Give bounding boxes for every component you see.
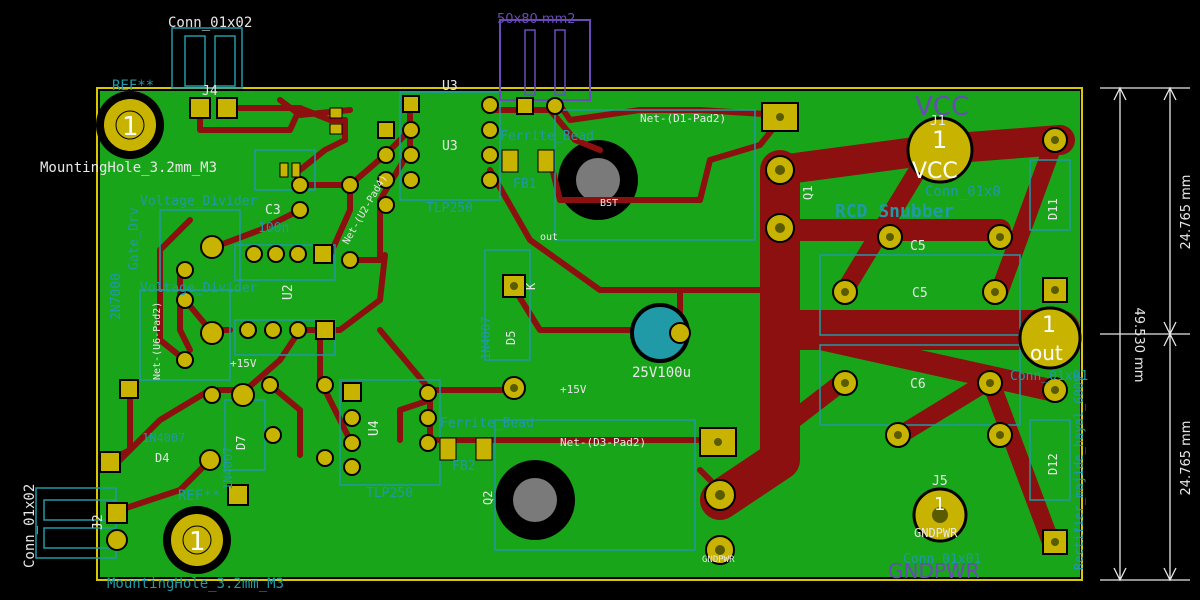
d11-label: D11 [1046, 198, 1060, 220]
d5-val-label: 1N4007 [479, 317, 493, 360]
smd-pads[interactable] [279, 107, 555, 461]
u3-label: U3 [442, 79, 458, 94]
u2-label: U2 [281, 284, 296, 300]
dim-bottom-label: 24.765 mm [1179, 421, 1194, 496]
copper-fill-zone [100, 91, 1080, 577]
pad-drills [510, 113, 1059, 555]
net-d3-label: Net-(D3-Pad2) [560, 436, 646, 449]
gndpwr-small-label: GNDPWR [702, 555, 735, 565]
silkscreen-outlines [35, 27, 1071, 559]
d4-label: D4 [155, 451, 169, 465]
net-d1-label: Net-(D1-Pad2) [640, 112, 726, 125]
out-num: 1 [1042, 313, 1056, 338]
j2-label: J2 [91, 514, 106, 530]
k-label: K [524, 282, 538, 290]
mh-top-label: MountingHole_3.2mm_M3 [40, 160, 217, 176]
ref-bottom-label: REF** [178, 488, 220, 504]
plus15v-label-b: +15V [560, 383, 587, 396]
mh-bottom-label: MountingHole_3.2mm_M3 [107, 576, 284, 592]
purple-top-label: 50x80 mm2 [497, 12, 576, 27]
vcc-pad-label: VCC [912, 159, 958, 184]
vcc-pad-num: 1 [932, 126, 947, 154]
fb2-label: FB2 [452, 459, 475, 474]
c5-label: C5 [910, 239, 926, 254]
mh-num-top: 1 [122, 112, 139, 142]
d7-label: D7 [234, 436, 248, 450]
gndpwr-pad-label: GNDPWR [914, 526, 958, 540]
heatsink-hole-q2-inner [513, 478, 557, 522]
conn-top-label: Conn_01x02 [168, 15, 252, 31]
fab-outline-purple-inner [524, 29, 536, 96]
fab-outline-purple [499, 19, 591, 101]
dim-top-label: 24.765 mm [1179, 175, 1194, 250]
j4-label: J4 [202, 84, 218, 99]
u3-pin-label: U3 [442, 139, 458, 154]
volt-div2-label: Voltage_Divider [140, 281, 258, 296]
mounting-hole-top-drill [115, 110, 145, 140]
volt-div1-label: Voltage_Divider [140, 194, 258, 209]
ferrite-top-label: Ferrite_Bead [500, 129, 594, 144]
th-pads[interactable] [99, 95, 1068, 565]
dimension-lines [1100, 86, 1190, 582]
bst-label: BST [600, 198, 618, 209]
gndpwr-num: 1 [934, 494, 945, 515]
out-trace-label: out [540, 232, 558, 243]
d5-label: D5 [504, 331, 518, 345]
conn-01x0-label: Conn_01x0 [925, 184, 1001, 200]
gndpwr-pad-drill [932, 507, 948, 523]
net-u6-label: Net-(U6-Pad2) [152, 302, 163, 380]
plus15v-label-a: +15V [230, 357, 257, 370]
d7-val-label: 1N4007 [221, 447, 235, 490]
fb1-label: FB1 [513, 177, 536, 192]
j5-label: J5 [932, 474, 948, 489]
fab-outline-purple-inner2 [554, 29, 566, 96]
conn-left-label: Conn_01x02 [22, 484, 38, 568]
tlp-bottom-label: TLP250 [366, 486, 413, 501]
mh-num-bottom: 1 [189, 527, 206, 557]
u4-label: U4 [367, 420, 382, 436]
q2-label: Q2 [481, 491, 495, 505]
d12-label: D12 [1046, 453, 1060, 475]
d4-val-label: 1N4007 [142, 431, 185, 445]
rcd-label: RCD Snubber [835, 201, 954, 222]
cap-val-label: 25V100u [632, 365, 691, 381]
out-text: out [1030, 341, 1063, 365]
c5b-label: C5 [912, 286, 928, 301]
dim-total-label: 49.530 mm [1131, 308, 1146, 383]
mod-2n-label: 2N7000 [109, 273, 124, 320]
heatsink-hole-q1-inner [576, 158, 620, 202]
tlp-top-label: TLP250 [426, 201, 473, 216]
out-pad[interactable] [1018, 306, 1082, 370]
vcc-pad[interactable] [906, 116, 974, 184]
gate-drv-label: Gate_Drv [127, 207, 142, 270]
conn-01x01-out-label: Conn_01x01 [1010, 369, 1088, 384]
c6-label: C6 [910, 377, 926, 392]
ferrite-bottom-label: Ferrite_Bead [440, 416, 534, 431]
j1-label: J1 [930, 114, 946, 129]
mounting-hole-bottom-drill [182, 525, 212, 555]
c3-label: C3 [265, 203, 281, 218]
c3-val-label: 100n [258, 221, 289, 236]
ref-top-label: REF** [112, 78, 154, 94]
vertical-label: Rectifier_majide_hayal_600V [1072, 375, 1086, 570]
conn-01x01-gnd-label: Conn_01x01 [903, 552, 981, 567]
vcc-big-label: VCC [915, 92, 969, 122]
gndpwr-big-label: GNDPWR [888, 559, 980, 583]
q1-label: Q1 [801, 186, 815, 200]
